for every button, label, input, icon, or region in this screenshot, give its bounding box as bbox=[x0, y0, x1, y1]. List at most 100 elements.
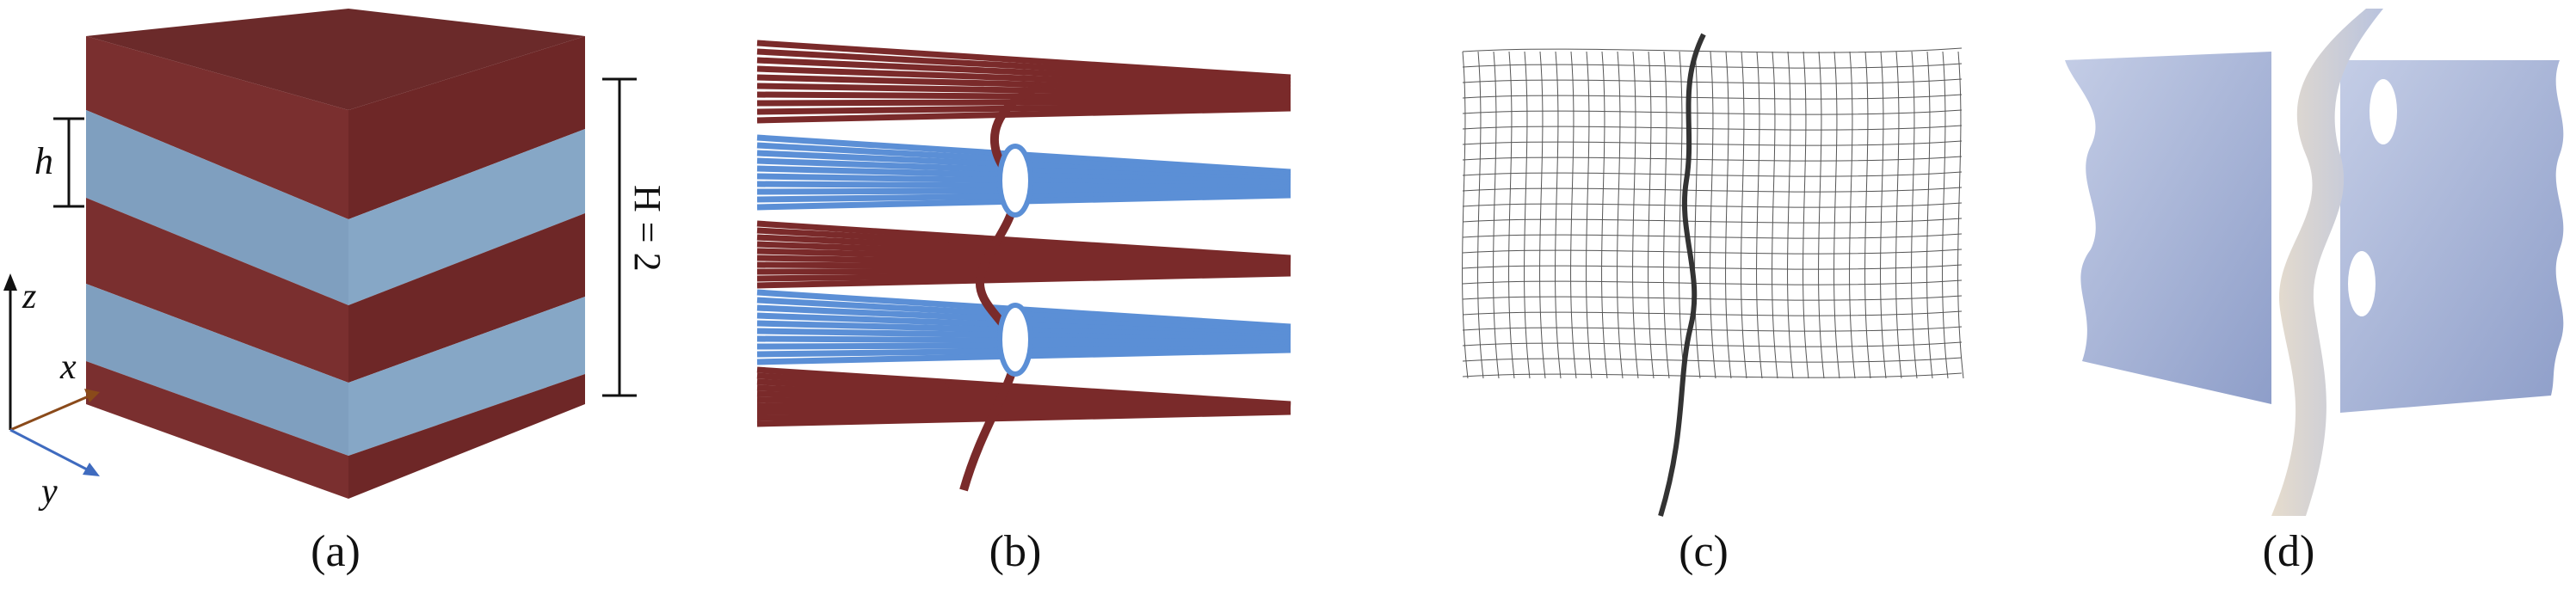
fiber-bundle bbox=[756, 40, 1291, 427]
caption-b: (b) bbox=[989, 527, 1042, 576]
fiber-strand bbox=[756, 408, 1291, 427]
mesh-line-vertical bbox=[1864, 51, 1871, 379]
mesh-line-vertical bbox=[1942, 51, 1949, 379]
mesh-line-vertical bbox=[1477, 51, 1484, 379]
mesh-line-vertical bbox=[1849, 51, 1856, 379]
mesh-line-horizontal bbox=[1462, 171, 1963, 177]
layer-left-red-2 bbox=[86, 198, 348, 383]
mesh-line-horizontal bbox=[1462, 341, 1963, 347]
caption-d: (d) bbox=[2262, 527, 2315, 576]
mesh-line-vertical bbox=[1679, 51, 1685, 379]
axis-z-label: z bbox=[22, 277, 36, 316]
fiber-strand bbox=[756, 101, 1291, 115]
caption-c: (c) bbox=[1679, 527, 1729, 576]
layer-right-red-2 bbox=[348, 213, 585, 383]
mesh-line-horizontal bbox=[1462, 109, 1963, 115]
axes-icon bbox=[3, 273, 100, 476]
H-label: H = 2 bbox=[626, 185, 669, 272]
mesh-line-vertical bbox=[1555, 51, 1562, 379]
mesh-line-vertical bbox=[1926, 51, 1933, 379]
mesh-line-vertical bbox=[1818, 51, 1825, 379]
mesh-line-vertical bbox=[1648, 51, 1655, 379]
panel-c bbox=[1428, 0, 1987, 517]
mesh-line-vertical bbox=[1957, 51, 1964, 379]
mesh-line-horizontal bbox=[1462, 140, 1963, 146]
mesh-line-horizontal bbox=[1462, 357, 1963, 363]
H-bracket bbox=[602, 77, 637, 397]
mesh-line-horizontal bbox=[1462, 202, 1963, 208]
mesh-line-vertical bbox=[1756, 51, 1763, 379]
mesh-wireframe bbox=[1462, 33, 1964, 517]
mesh-line-vertical bbox=[1710, 51, 1716, 379]
layer-right-blue-2 bbox=[348, 297, 585, 456]
minimal-surface bbox=[2065, 9, 2564, 516]
mesh-line-horizontal bbox=[1462, 310, 1963, 316]
mesh-line-vertical bbox=[1539, 51, 1546, 379]
mesh-line-horizontal bbox=[1462, 63, 1963, 69]
mesh-twist bbox=[1658, 33, 1706, 517]
h-label: h bbox=[34, 140, 53, 182]
core-hole-upper bbox=[997, 144, 1033, 218]
mesh-lines bbox=[1462, 47, 1964, 379]
fiber-strand bbox=[756, 65, 1291, 91]
mesh-line-vertical bbox=[1833, 51, 1840, 379]
surface-hole-upper bbox=[2370, 79, 2397, 144]
fiber-strand bbox=[756, 270, 1291, 289]
mesh-line-vertical bbox=[1895, 51, 1902, 379]
layer-left-red-1 bbox=[86, 36, 348, 219]
mesh-line-vertical bbox=[1570, 51, 1577, 379]
mesh-line-horizontal bbox=[1462, 248, 1963, 255]
mesh-line-vertical bbox=[1508, 51, 1515, 379]
mesh-line-vertical bbox=[1772, 51, 1778, 379]
layer-right-blue-1 bbox=[348, 129, 585, 305]
panel-a: h H = 2 z x y bbox=[0, 0, 669, 516]
mesh-line-vertical bbox=[1617, 51, 1624, 379]
mesh-line-horizontal bbox=[1462, 187, 1963, 193]
surface-right-sheet bbox=[2340, 60, 2564, 413]
mesh-line-horizontal bbox=[1462, 47, 1963, 53]
layered-cube-diagram: h H = 2 z x y bbox=[3, 9, 669, 512]
mesh-line-horizontal bbox=[1462, 372, 1963, 378]
twisted-core bbox=[959, 82, 1043, 492]
layer-left-red-3 bbox=[86, 361, 348, 499]
fiber-strand bbox=[756, 105, 1291, 124]
mesh-line-vertical bbox=[1586, 51, 1593, 379]
mesh-line-vertical bbox=[1462, 51, 1469, 379]
panel-d bbox=[2056, 0, 2573, 516]
layer-left-blue-1 bbox=[86, 110, 348, 305]
mesh-line-horizontal bbox=[1462, 125, 1963, 131]
mesh-line-vertical bbox=[1694, 51, 1701, 379]
surface-left-sheet bbox=[2065, 52, 2271, 404]
cube-top-face bbox=[86, 9, 585, 110]
mesh-line-vertical bbox=[1663, 51, 1670, 379]
fiber-strand bbox=[756, 48, 1291, 84]
mesh-line-horizontal bbox=[1462, 326, 1963, 332]
mesh-line-horizontal bbox=[1462, 156, 1963, 162]
mesh-line-vertical bbox=[1632, 51, 1639, 379]
mesh-line-horizontal bbox=[1462, 264, 1963, 270]
mesh-line-horizontal bbox=[1462, 295, 1963, 301]
fiber-strand bbox=[756, 57, 1291, 88]
surface-twist bbox=[2271, 9, 2383, 516]
mesh-line-vertical bbox=[1880, 51, 1887, 379]
mesh-line-vertical bbox=[1911, 51, 1918, 379]
fiber-structure-diagram bbox=[756, 40, 1291, 492]
h-bracket bbox=[53, 117, 84, 208]
surface-hole-lower bbox=[2348, 251, 2376, 316]
mesh-line-vertical bbox=[1725, 51, 1732, 379]
mesh-line-horizontal bbox=[1462, 233, 1963, 239]
fiber-strand bbox=[756, 74, 1291, 95]
mesh-line-vertical bbox=[1493, 51, 1500, 379]
caption-a: (a) bbox=[311, 527, 361, 576]
layer-right-red-3 bbox=[348, 374, 585, 499]
mesh-line-vertical bbox=[1787, 51, 1794, 379]
fiber-strand bbox=[756, 40, 1291, 81]
mesh-line-horizontal bbox=[1462, 279, 1963, 285]
layer-right-red-1 bbox=[348, 36, 585, 219]
axis-y-label: y bbox=[38, 472, 58, 512]
mesh-line-vertical bbox=[1803, 51, 1809, 379]
mesh-line-horizontal bbox=[1462, 78, 1963, 84]
layer-left-blue-2 bbox=[86, 284, 348, 456]
panel-b bbox=[756, 0, 1308, 516]
axis-x-label: x bbox=[59, 347, 77, 387]
